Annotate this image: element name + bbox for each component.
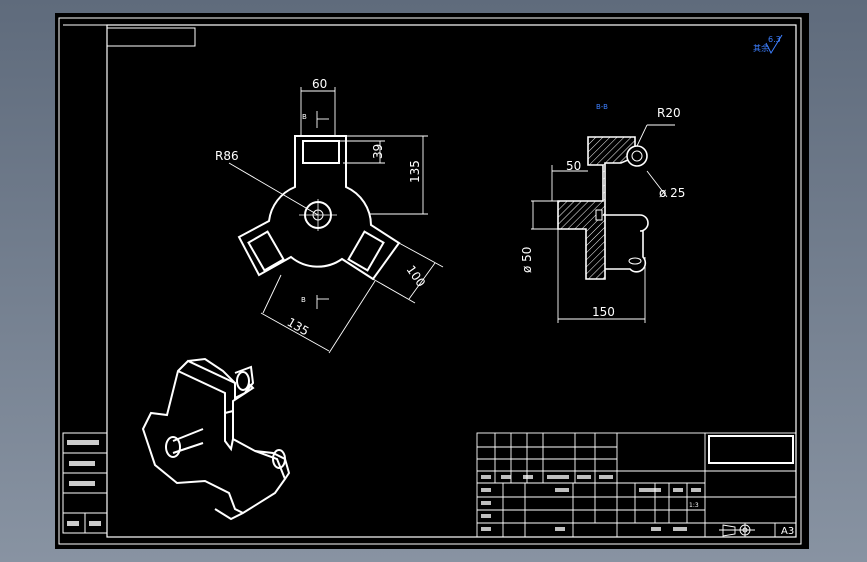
- diameter-25: ø 25: [659, 186, 685, 200]
- margin-stamp-text: [67, 440, 101, 526]
- cut-mark-bottom: B: [301, 296, 306, 304]
- title-block-text-marks: [481, 475, 701, 531]
- dimension-150: 150: [592, 305, 615, 319]
- outer-frame: [58, 17, 802, 545]
- radius-r86: R86: [215, 149, 239, 163]
- plan-view: [237, 135, 401, 281]
- isometric-view: [141, 357, 291, 521]
- projection-symbol: [719, 523, 755, 537]
- margin-stamp-table: [62, 432, 108, 534]
- section-view-label: B-B: [596, 103, 608, 111]
- section-dimension-lines: [531, 124, 675, 323]
- surface-roughness-symbol: 其余 6.3: [753, 34, 783, 55]
- cad-drawing: 其余 6.3 60 39 135: [58, 17, 802, 545]
- title-name-box: [708, 435, 794, 464]
- dimension-height-39: 39: [371, 144, 385, 159]
- sheet-size-label: A3: [781, 526, 794, 537]
- surface-prefix-label: 其余: [753, 43, 769, 53]
- dimension-diagonal-135: 135: [285, 315, 312, 339]
- surface-roughness-value: 6.3: [768, 35, 781, 44]
- plan-dimension-lines: [228, 87, 444, 354]
- scale-value: 1:3: [689, 502, 699, 509]
- inner-frame: [106, 24, 797, 538]
- radius-r20: R20: [657, 106, 681, 120]
- diameter-50: ø 50: [520, 247, 534, 273]
- top-left-code-box: [106, 27, 196, 47]
- cut-mark-top: B: [302, 113, 307, 121]
- dimension-height-135: 135: [408, 160, 422, 183]
- dimension-50: 50: [566, 159, 581, 173]
- dimension-diagonal-100: 100: [404, 263, 429, 290]
- section-view: [557, 136, 649, 280]
- drawing-sheet: 其余 6.3 60 39 135: [55, 13, 809, 549]
- dimension-width-60: 60: [312, 77, 327, 91]
- title-block: [476, 432, 797, 538]
